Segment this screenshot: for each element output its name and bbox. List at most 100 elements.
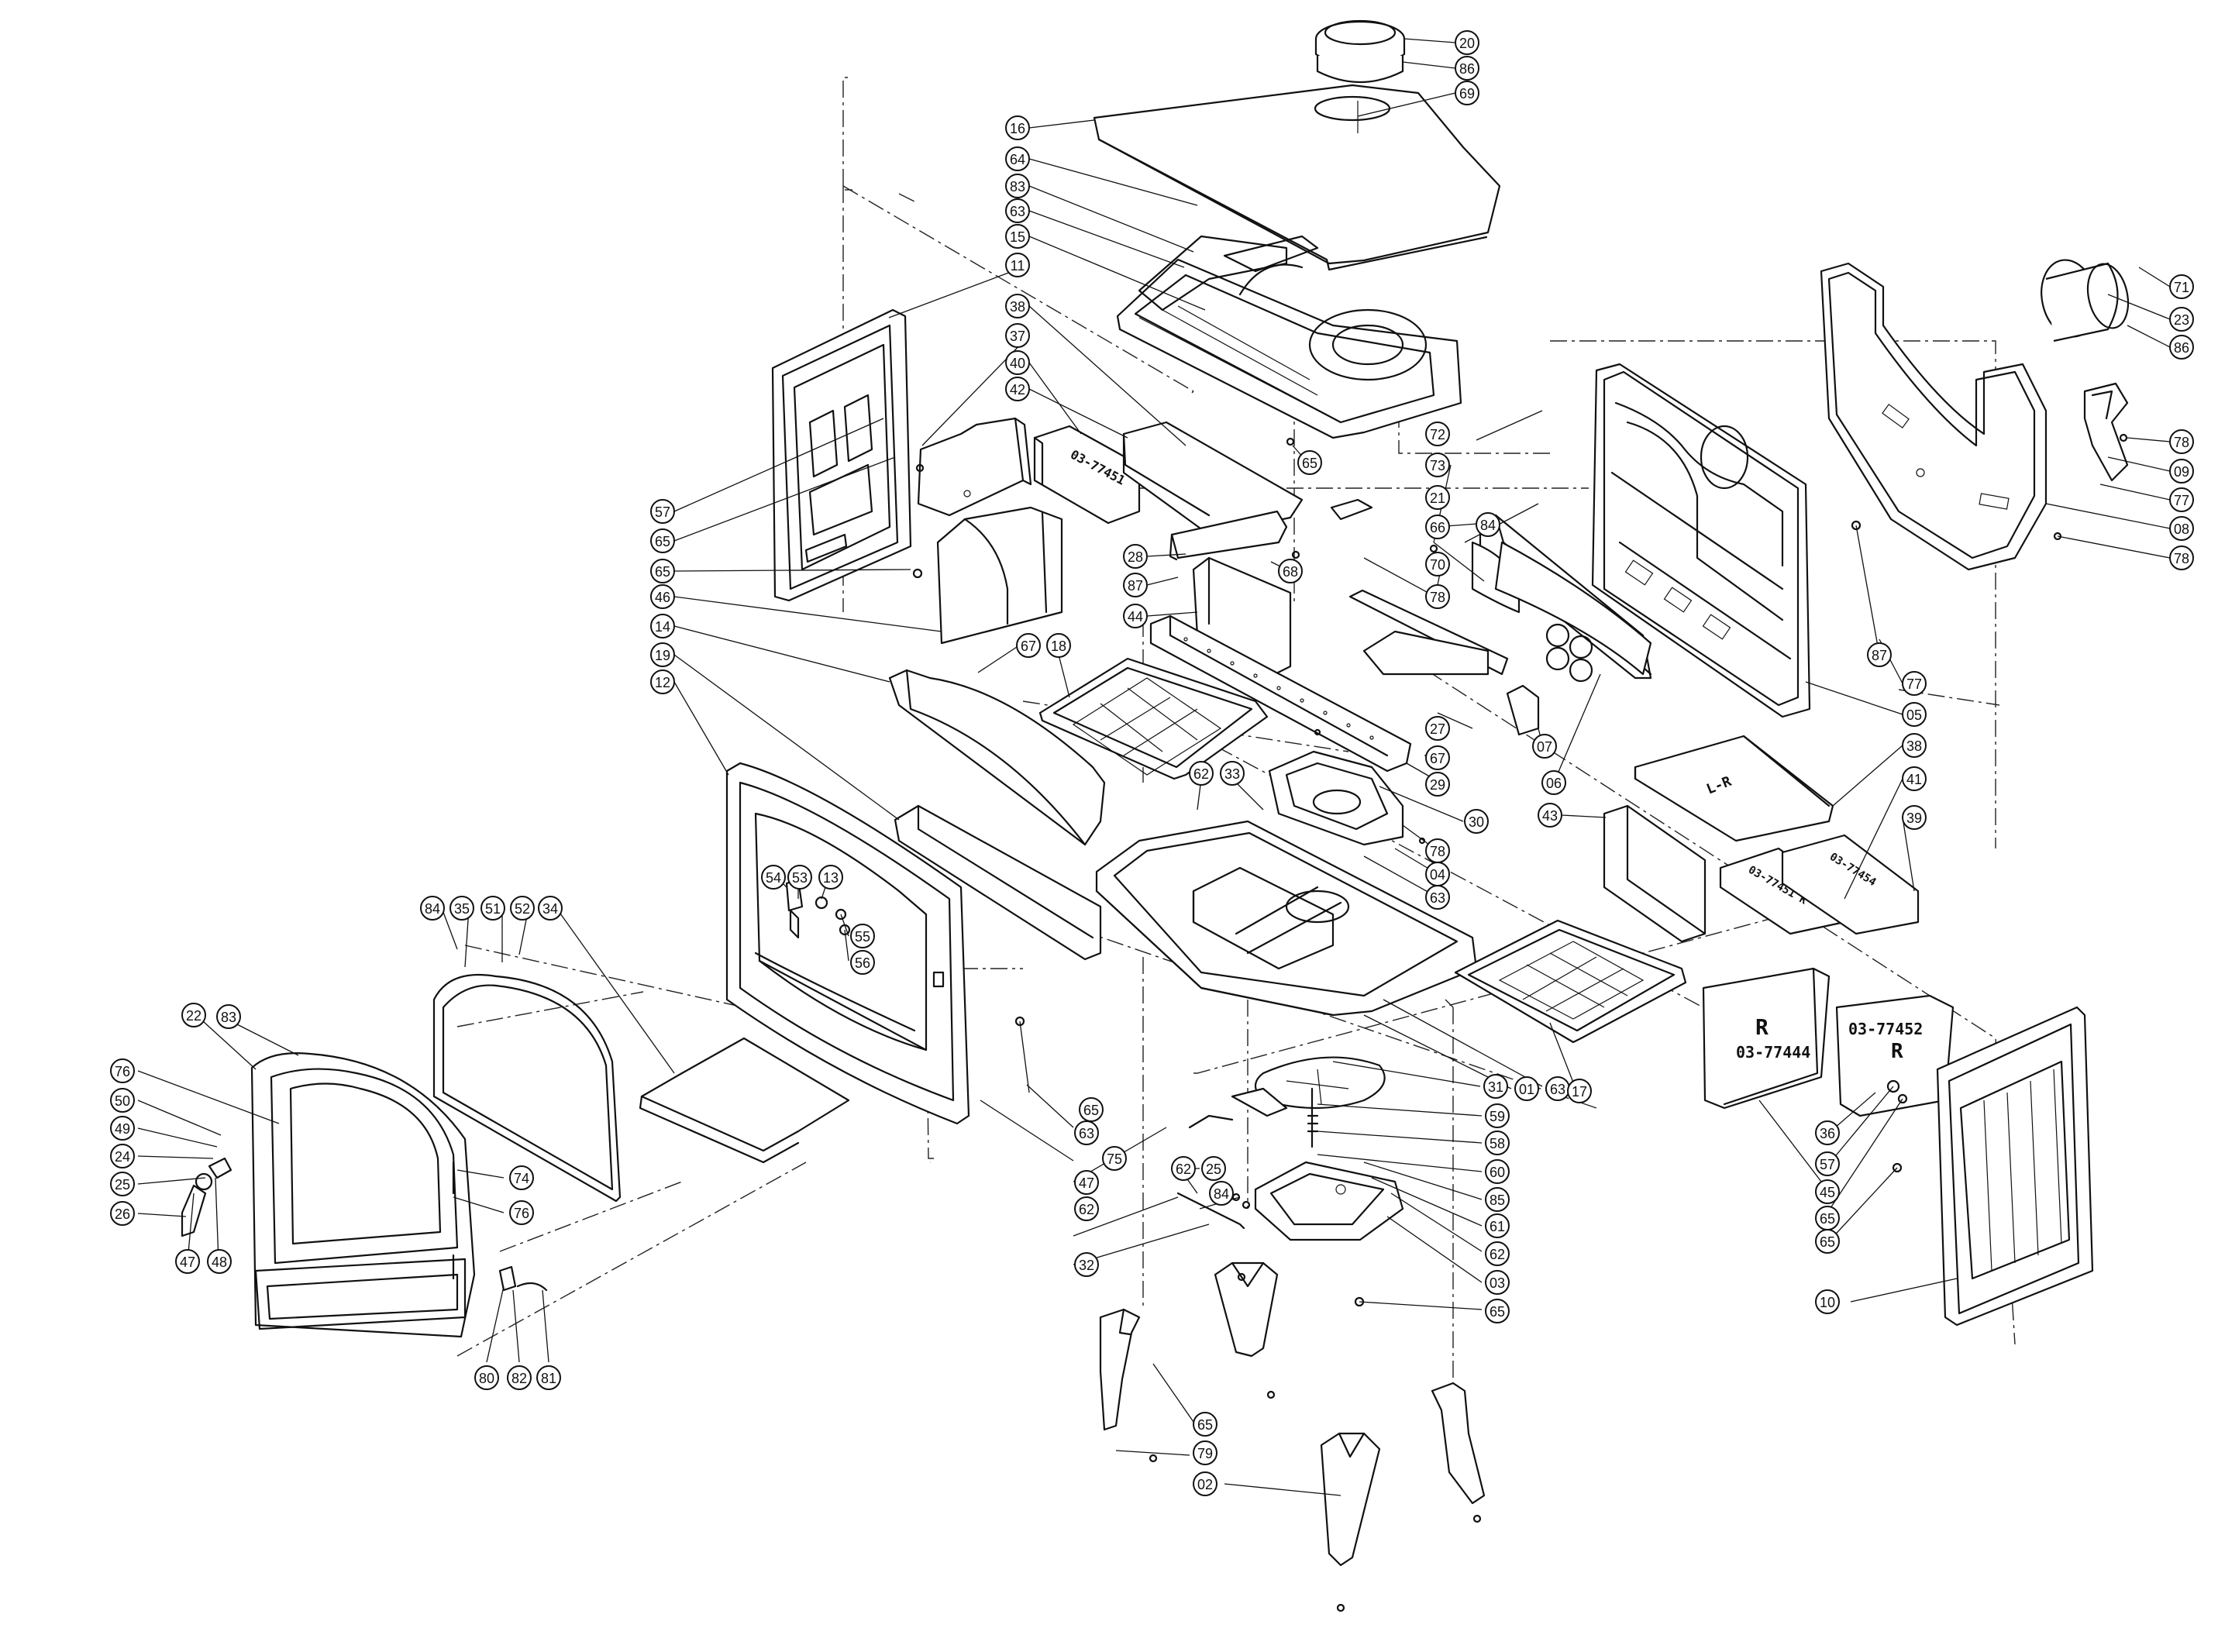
callout-label: 13 [823,870,839,886]
callout-69: 69 [1455,81,1479,105]
callout-circle [420,896,445,921]
callout-label: 21 [1430,490,1445,506]
callout-circle [1005,174,1030,198]
callout-circle [1074,1120,1099,1145]
callout-83: 83 [1005,174,1030,198]
hinge-pins [452,1161,548,1292]
callout-77: 77 [2169,487,2194,512]
callout-43: 43 [1538,803,1562,828]
callout-circle [1074,1196,1099,1221]
callout-87: 87 [1867,642,1892,667]
front-facade-14 [888,669,1106,846]
callout-label: 38 [1010,299,1025,315]
callout-label: 65 [655,564,670,580]
callout-circle [650,669,675,694]
callout-label: 56 [855,955,870,971]
firebox-floor-grate-18 [1038,657,1269,780]
callout-label: 63 [1079,1126,1094,1141]
callout-label: 57 [655,504,670,520]
callout-label: 34 [542,901,558,917]
callout-25: 25 [110,1172,135,1196]
callout-78: 78 [2169,429,2194,454]
callout-04: 04 [1425,862,1450,886]
callout-circle [818,865,843,890]
callout-circle [1123,573,1148,597]
callout-label: 38 [1906,738,1922,754]
callout-circle [1046,633,1071,658]
callout-label: 20 [1459,36,1475,51]
callout-layer: 2086691664836315113837404257656546141912… [110,30,2194,1496]
callout-49: 49 [110,1116,135,1141]
door-22 [250,1052,476,1338]
callout-56: 56 [850,950,875,975]
callout-83: 83 [216,1004,241,1029]
callout-66: 66 [1425,515,1450,539]
callout-85: 85 [1485,1187,1510,1212]
callout-label: 86 [1459,61,1475,77]
callout-label: 64 [1010,152,1025,167]
callout-circle [110,1172,135,1196]
callout-circle [1867,642,1892,667]
callout-12: 12 [650,669,675,694]
callout-label: 24 [115,1149,130,1165]
callout-circle [650,499,675,524]
callout-label: 75 [1107,1151,1122,1167]
callout-circle [1455,30,1479,55]
callout-circle [1815,1289,1840,1314]
callout-label: 18 [1051,638,1066,654]
callout-53: 53 [787,865,812,890]
callout-label: 66 [1430,520,1445,535]
front-leg-center [1214,1261,1279,1358]
callout-circle [110,1088,135,1113]
callout-circle [181,1003,206,1027]
callout-17: 17 [1567,1079,1592,1103]
callout-circle [449,896,474,921]
callout-label: 47 [180,1254,195,1270]
callout-label: 35 [454,901,470,917]
callout-80: 80 [474,1365,499,1390]
callout-label: 74 [514,1171,529,1186]
callout-label: 44 [1128,609,1143,625]
callout-circle [1005,224,1030,249]
callout-label: 70 [1430,557,1445,573]
callout-circle [1016,633,1041,658]
callout-76: 76 [509,1200,534,1225]
callout-label: 84 [425,901,440,917]
callout-54: 54 [761,865,786,890]
callout-07: 07 [1532,734,1557,759]
callout-62: 62 [1171,1156,1196,1181]
callout-circle [1476,512,1500,537]
callout-circle [761,865,786,890]
callout-circle [1171,1156,1196,1181]
callout-label: 54 [766,870,781,886]
callout-44: 44 [1123,604,1148,628]
callout-65: 65 [650,559,675,583]
callout-38: 38 [1005,294,1030,318]
callout-label: 25 [1206,1162,1221,1177]
callout-06: 06 [1541,770,1566,795]
callout-63: 63 [1074,1120,1099,1145]
callout-02: 02 [1193,1471,1217,1496]
callout-circle [1189,761,1214,786]
callout-48: 48 [207,1249,232,1274]
left-brick-code: 03-77444 [1736,1043,1810,1062]
callout-circle [1123,544,1148,569]
callout-65: 65 [1485,1299,1510,1323]
callout-label: 30 [1469,814,1484,830]
callout-label: 68 [1283,564,1298,580]
callout-65: 65 [1193,1412,1217,1437]
callout-38: 38 [1902,733,1927,758]
callout-label: 48 [212,1254,227,1270]
callout-label: 09 [2174,464,2189,480]
callout-10: 10 [1815,1289,1840,1314]
callout-70: 70 [1425,552,1450,576]
callout-circle [480,896,505,921]
callout-circle [2169,307,2194,332]
gasket-ring [1138,235,1304,311]
callout-label: 65 [1197,1417,1213,1433]
callout-circle [1005,146,1030,171]
callout-65: 65 [1815,1206,1840,1230]
callout-circle [1483,1074,1508,1099]
callout-circle [650,642,675,667]
callout-circle [507,1365,532,1390]
